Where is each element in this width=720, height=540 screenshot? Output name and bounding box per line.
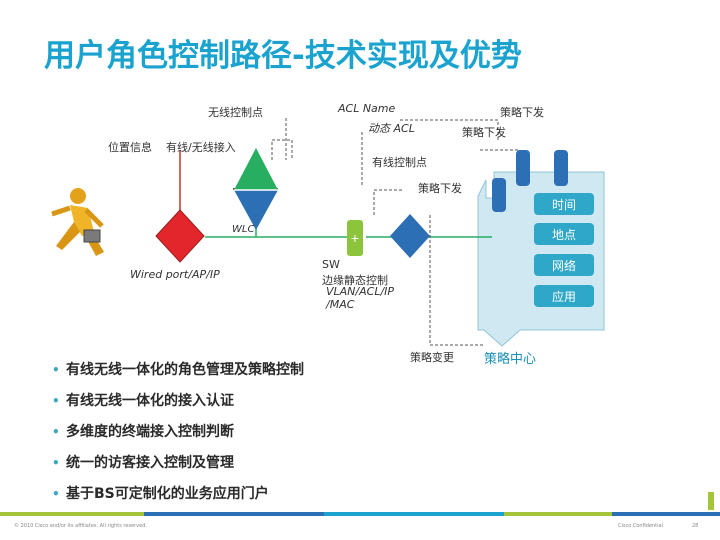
- corner-accent: [708, 492, 714, 510]
- attr-app-button[interactable]: 应用: [534, 285, 594, 307]
- list-item: •有线无线一体化的角色管理及策略控制: [52, 362, 304, 378]
- label-wired-port: Wired port/AP/IP: [130, 268, 220, 281]
- attr-time-button[interactable]: 时间: [534, 193, 594, 215]
- attr-location-button[interactable]: 地点: [534, 223, 594, 245]
- sw-switch: [347, 220, 363, 256]
- page-number: 28: [692, 523, 699, 529]
- label-policy-change: 策略变更: [410, 351, 454, 364]
- footer-copyright: © 2010 Cisco and/or its affiliates. All …: [14, 523, 147, 529]
- footer-stripe: [0, 512, 720, 516]
- node-cylinder-1: [516, 150, 530, 186]
- node-cylinder-3: [492, 178, 506, 212]
- page-title: 用户角色控制路径-技术实现及优势: [44, 38, 522, 74]
- list-item: •有线无线一体化的接入认证: [52, 393, 234, 409]
- wlc-diamond-bottom: [234, 190, 278, 230]
- label-policy-center: 策略中心: [484, 352, 537, 367]
- label-wlc: WLC: [232, 224, 255, 235]
- label-policy-push-3: 策略下发: [418, 182, 462, 195]
- core-switch: [390, 214, 430, 258]
- label-policy-push-1: 策略下发: [500, 106, 544, 119]
- list-item: •统一的访客接入控制及管理: [52, 455, 234, 471]
- label-sw-desc-3: /MAC: [326, 298, 355, 311]
- wired-port-diamond: [155, 209, 205, 263]
- list-item: •多维度的终端接入控制判断: [52, 424, 234, 440]
- label-sw-desc-1: 边缘静态控制: [322, 274, 388, 287]
- label-sw-desc-2: VLAN/ACL/IP: [326, 285, 395, 298]
- label-wireless-ctrl: 无线控制点: [208, 106, 263, 119]
- footer-confidential: Cisco Confidential: [618, 523, 663, 529]
- label-location: 位置信息: [108, 141, 152, 154]
- attr-network-button[interactable]: 网络: [534, 254, 594, 276]
- label-dynamic-acl: 动态 ACL: [368, 122, 415, 135]
- wlc-diamond-top: [234, 148, 278, 190]
- node-cylinder-2: [554, 150, 568, 186]
- label-acl-name: ACL Name: [338, 102, 396, 115]
- label-wired-ctrl: 有线控制点: [372, 156, 427, 169]
- mobile-user-figure: [51, 188, 104, 256]
- feature-list: •有线无线一体化的角色管理及策略控制 •有线无线一体化的接入认证 •多维度的终端…: [52, 360, 304, 515]
- svg-text:+: +: [351, 230, 359, 246]
- label-access: 有线/无线接入: [166, 141, 236, 154]
- label-policy-push-2: 策略下发: [462, 126, 506, 139]
- list-item: •基于BS可定制化的业务应用门户: [52, 486, 269, 502]
- label-sw: SW: [322, 258, 340, 271]
